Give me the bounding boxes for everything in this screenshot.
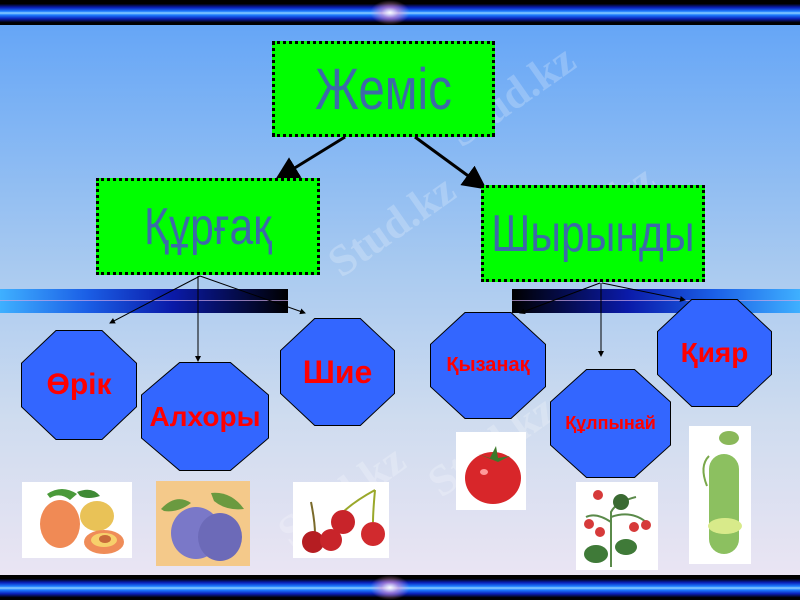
item-node-label: Өрік [46, 368, 112, 401]
root-node-fruit: Жеміс [272, 41, 495, 137]
strawberry-image [576, 482, 658, 570]
cucumber-image [689, 426, 751, 564]
category-node-label: Шырынды [491, 204, 695, 263]
top-decorative-bar [0, 0, 800, 25]
item-node-cherry: Шие [280, 318, 395, 426]
right-decorative-stripe [512, 289, 800, 313]
category-node-dry: Құрғақ [96, 178, 320, 275]
item-node-label: Қияр [680, 337, 749, 368]
light-flare [370, 0, 410, 25]
tomato-image [456, 432, 526, 510]
root-node-label: Жеміс [315, 56, 452, 122]
cherry-image [293, 482, 389, 558]
category-node-juicy: Шырынды [481, 185, 705, 282]
plum-image [156, 481, 250, 566]
light-flare [370, 575, 410, 600]
item-node-label: Қызанақ [446, 354, 530, 376]
category-node-label: Құрғақ [144, 197, 272, 256]
left-decorative-stripe [0, 289, 288, 313]
item-node-label: Құлпынай [565, 413, 656, 433]
item-node-cucumber: Қияр [657, 299, 772, 407]
item-node-label: Алхоры [149, 400, 261, 432]
item-node-apricot: Өрік [21, 330, 137, 440]
item-node-plum: Алхоры [141, 362, 269, 471]
item-node-label: Шие [302, 353, 373, 390]
bottom-decorative-bar [0, 575, 800, 600]
item-node-tomato: Қызанақ [430, 312, 546, 419]
item-node-strawberry: Құлпынай [550, 369, 671, 478]
apricot-image [22, 482, 132, 558]
